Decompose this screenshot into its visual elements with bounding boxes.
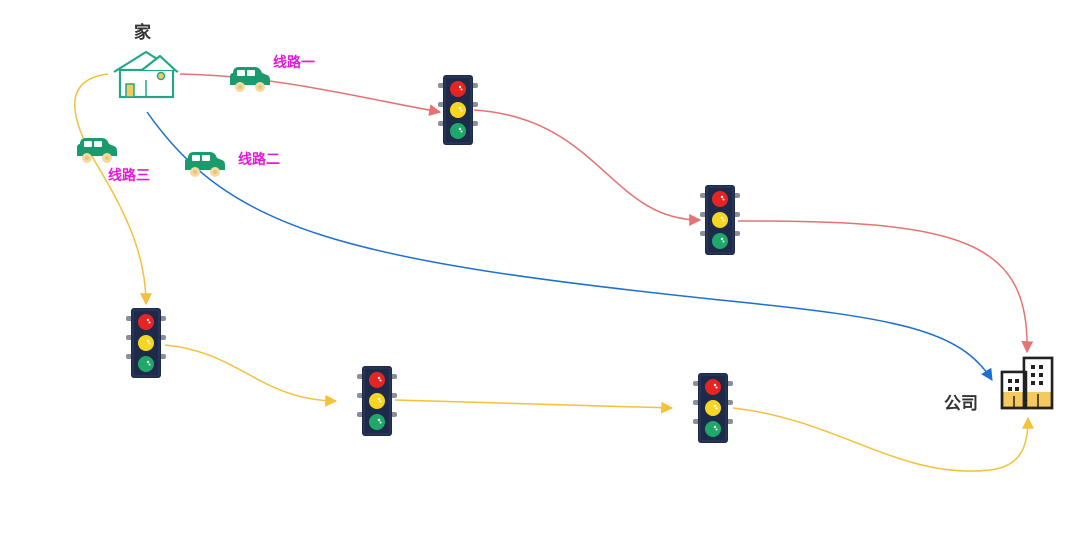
traffic-light-icon-route3-b: [357, 365, 397, 437]
route2-label: 线路二: [238, 151, 280, 167]
route1-path-home-to-light1: [179, 73, 442, 117]
route1-path-light1-to-light2: [473, 109, 702, 226]
car-icon-route2: [185, 152, 225, 177]
car-icon-route3: [77, 138, 117, 163]
traffic-light-icon-route1-b: [700, 184, 740, 256]
traffic-light-icon-route3-a: [126, 307, 166, 379]
route3-path-home-to-light1: [74, 73, 152, 306]
company-label: 公司: [944, 394, 978, 413]
office-building-icon: [1000, 356, 1054, 410]
traffic-light-icon-route3-c: [693, 372, 733, 444]
route1-label: 线路一: [273, 54, 315, 70]
route3-path-light2-to-light3: [394, 399, 674, 414]
house-icon: [113, 50, 179, 99]
route3-label: 线路三: [108, 167, 150, 183]
home-label: 家: [134, 22, 151, 42]
route3-path-light1-to-light2: [164, 344, 338, 407]
route1-path-light2-to-company: [737, 220, 1034, 354]
route2-path-home-to-company: [146, 111, 993, 382]
car-icon-route1: [230, 67, 270, 92]
traffic-light-icon-route1-a: [438, 74, 478, 146]
route3-path-light3-to-company: [732, 407, 1034, 472]
